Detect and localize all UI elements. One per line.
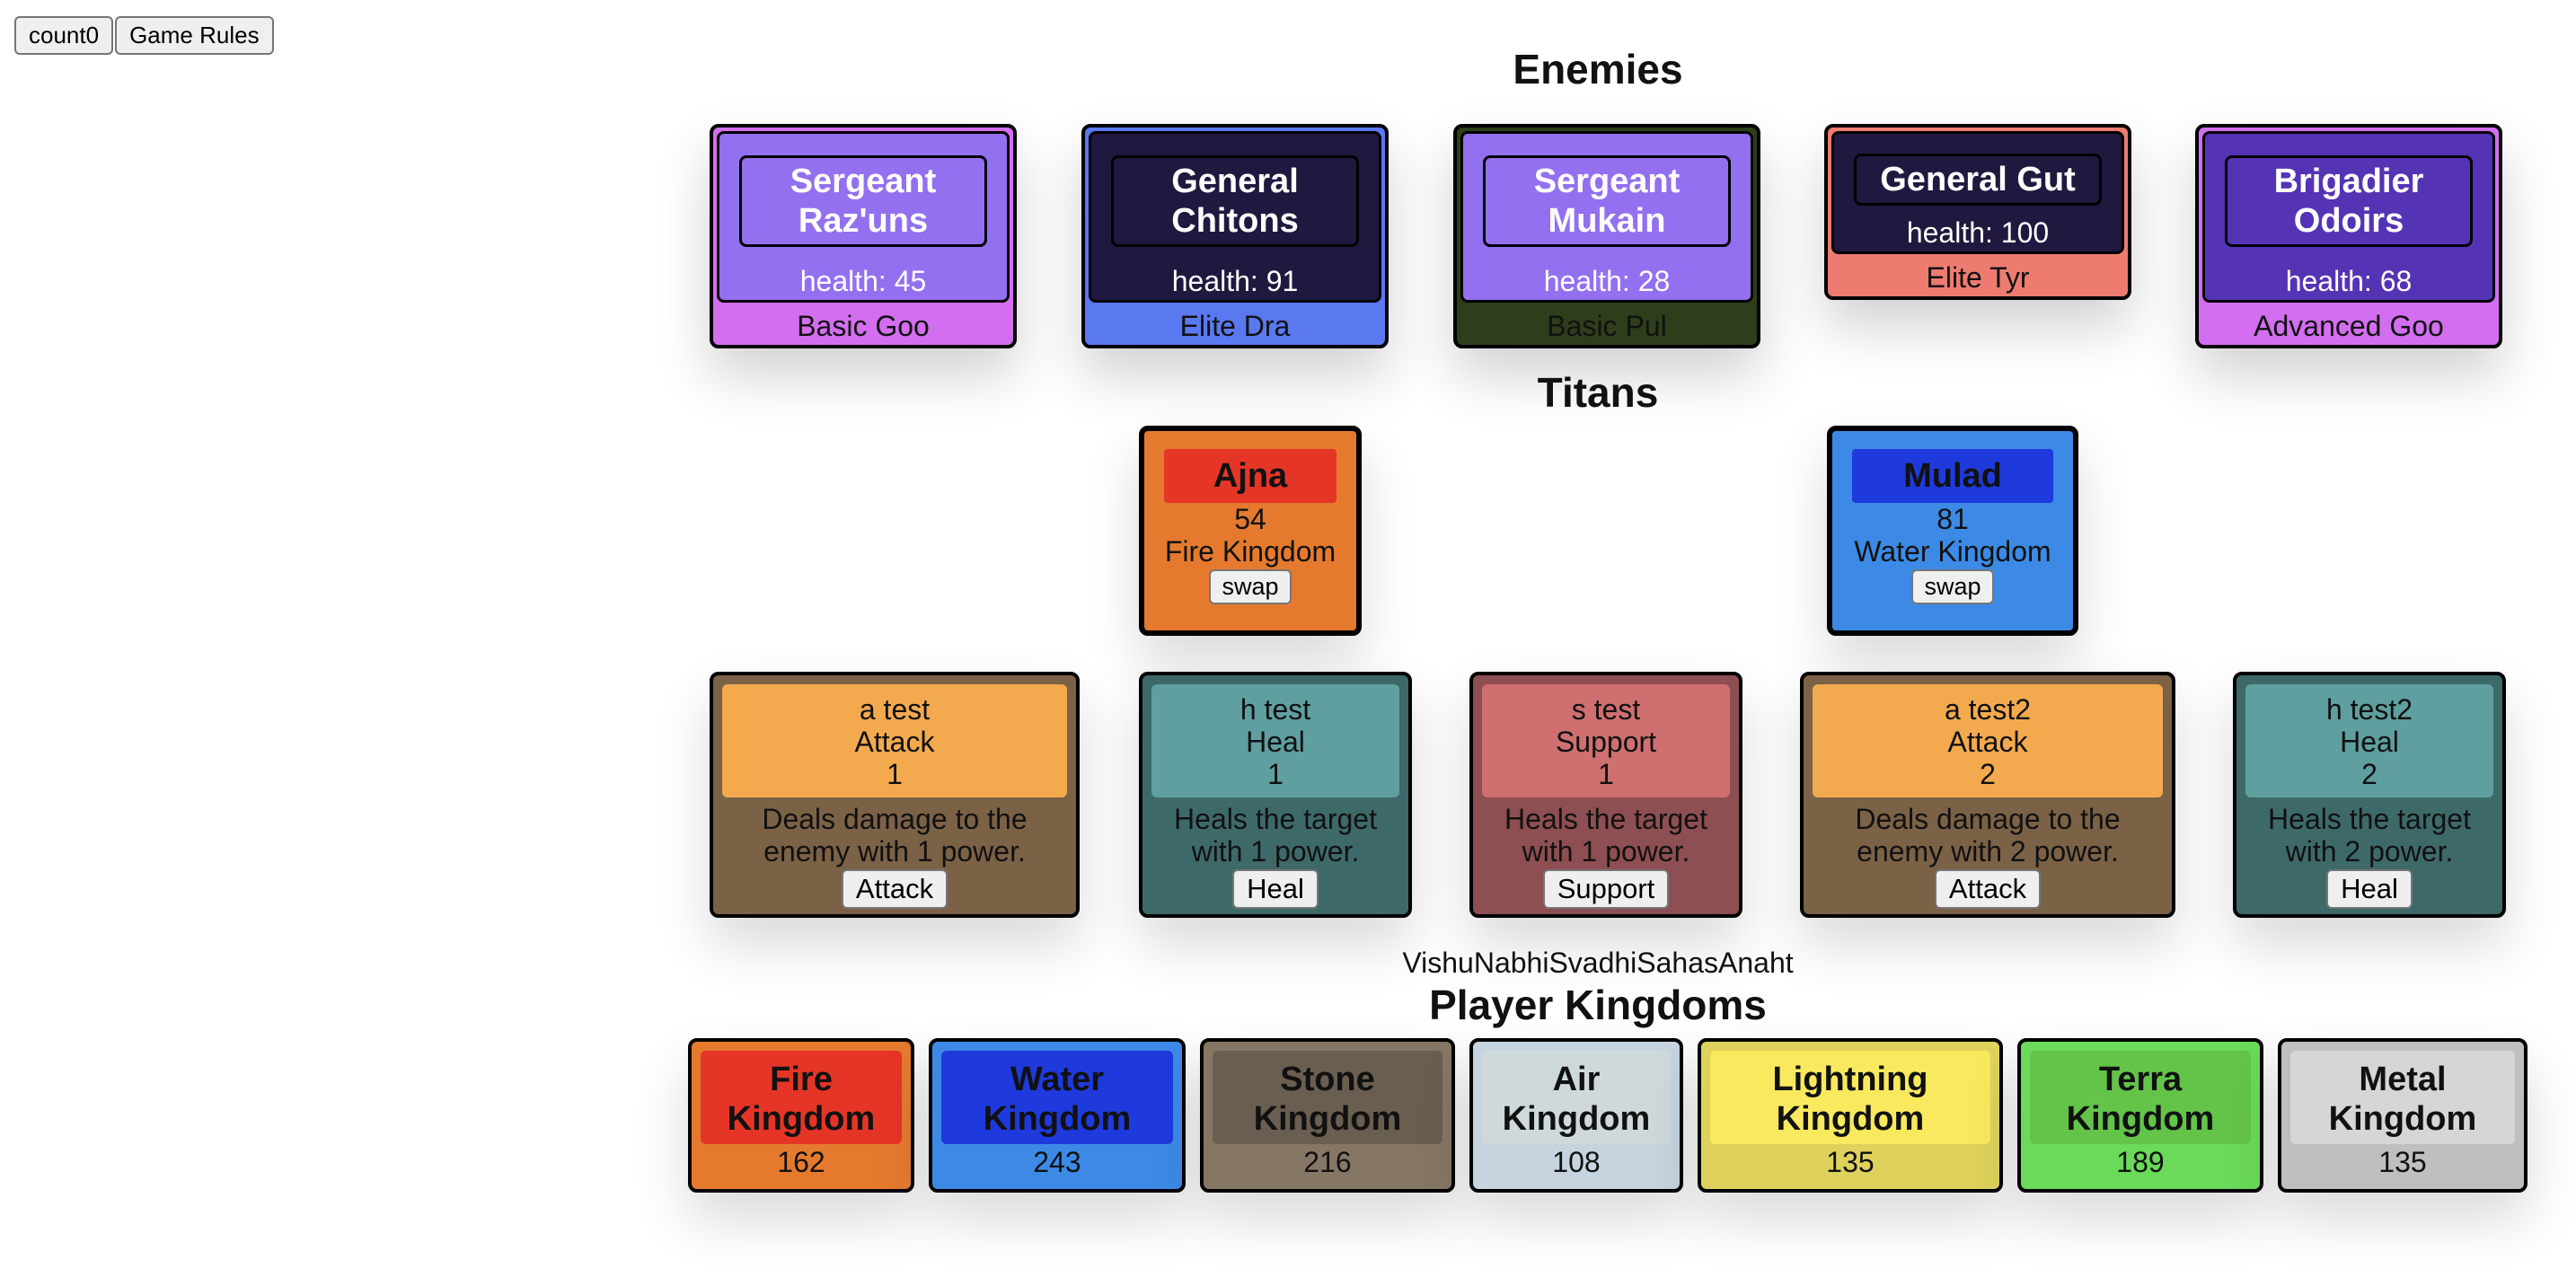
top-toolbar: count0 Game Rules (14, 16, 274, 55)
titan-name: Mulad (1852, 449, 2053, 503)
ability-name: h test2 (2325, 693, 2413, 726)
attack-button[interactable]: Attack (841, 869, 948, 909)
count-button[interactable]: count0 (14, 16, 114, 55)
kingdom-value: 216 (1303, 1146, 1352, 1178)
ability-card[interactable]: h test2 Heal 2 Heals the target with 2 p… (2233, 672, 2506, 918)
kingdom-name: Terra Kingdom (2030, 1051, 2251, 1144)
ability-name: a test2 (1944, 693, 2032, 726)
ability-kind: Heal (2340, 726, 2399, 758)
enemy-name: Sergeant Raz'uns (739, 155, 987, 247)
player-kingdoms-title: Player Kingdoms (1429, 982, 1767, 1028)
kingdom-value: 189 (2116, 1146, 2165, 1178)
enemy-card[interactable]: Brigadier Odoirs health: 68 Advanced Goo (2195, 124, 2502, 348)
kingdom-card-terra[interactable]: Terra Kingdom 189 (2017, 1038, 2263, 1193)
titan-card[interactable]: Ajna 54 Fire Kingdom swap (1139, 426, 1362, 636)
enemy-type: Basic Goo (797, 310, 930, 342)
kingdom-card-lightning[interactable]: Lightning Kingdom 135 (1698, 1038, 2003, 1193)
kingdom-card-stone[interactable]: Stone Kingdom 216 (1200, 1038, 1455, 1193)
kingdom-name: Water Kingdom (941, 1051, 1173, 1144)
ability-card[interactable]: a test Attack 1 Deals damage to the enem… (710, 672, 1080, 918)
enemy-type: Advanced Goo (2254, 310, 2444, 342)
titan-swap-button[interactable]: swap (1911, 569, 1994, 604)
ability-description: Heals the target with 2 power. (2268, 803, 2471, 868)
ability-card[interactable]: h test Heal 1 Heals the target with 1 po… (1139, 672, 1412, 918)
enemy-health: health: 100 (1906, 216, 2050, 249)
kingdom-name: Metal Kingdom (2290, 1051, 2515, 1144)
kingdom-name: Stone Kingdom (1213, 1051, 1442, 1144)
support-button[interactable]: Support (1542, 869, 1670, 909)
enemies-title: Enemies (1513, 46, 1683, 92)
kingdom-card-metal[interactable]: Metal Kingdom 135 (2278, 1038, 2527, 1193)
kingdom-card-water[interactable]: Water Kingdom 243 (929, 1038, 1186, 1193)
ability-kind: Support (1555, 726, 1657, 758)
enemy-health: health: 91 (1171, 265, 1299, 297)
ability-name: h test (1239, 693, 1311, 726)
kingdom-card-air[interactable]: Air Kingdom 108 (1469, 1038, 1683, 1193)
kingdom-name: Lightning Kingdom (1710, 1051, 1990, 1144)
enemy-type: Elite Tyr (1926, 261, 2030, 294)
game-rules-button[interactable]: Game Rules (115, 16, 274, 55)
ability-level: 2 (2361, 758, 2378, 790)
titan-name: Ajna (1164, 449, 1337, 503)
ability-description: Heals the target with 1 power. (1174, 803, 1377, 868)
ability-level: 2 (1980, 758, 1996, 790)
titan-kingdom: Fire Kingdom (1164, 535, 1337, 568)
ability-level: 1 (1267, 758, 1284, 790)
enemy-card[interactable]: General Gut health: 100 Elite Tyr (1824, 124, 2131, 300)
enemy-name: General Gut (1854, 154, 2102, 206)
ability-level: 1 (887, 758, 903, 790)
titan-value: 81 (1936, 503, 1969, 535)
titan-swap-button[interactable]: swap (1209, 569, 1292, 604)
ability-description: Deals damage to the enemy with 1 power. (762, 803, 1028, 868)
ability-description: Deals damage to the enemy with 2 power. (1855, 803, 2121, 868)
ability-kind: Attack (1947, 726, 2028, 758)
kingdom-value: 108 (1552, 1146, 1601, 1178)
enemy-name: Brigadier Odoirs (2225, 155, 2473, 247)
kingdom-card-fire[interactable]: Fire Kingdom 162 (688, 1038, 914, 1193)
ability-description: Heals the target with 1 power. (1504, 803, 1707, 868)
enemy-name: Sergeant Mukain (1483, 155, 1731, 247)
heal-button[interactable]: Heal (2326, 869, 2413, 909)
kingdom-name: Fire Kingdom (701, 1051, 902, 1144)
enemy-card[interactable]: Sergeant Mukain health: 28 Basic Pul (1453, 124, 1760, 348)
enemy-type: Elite Dra (1179, 310, 1291, 342)
enemy-type: Basic Pul (1547, 310, 1667, 342)
titan-value: 54 (1234, 503, 1266, 535)
enemy-health: health: 68 (2285, 265, 2413, 297)
enemy-health: health: 45 (799, 265, 927, 297)
enemy-card[interactable]: Sergeant Raz'uns health: 45 Basic Goo (710, 124, 1017, 348)
enemy-card[interactable]: General Chitons health: 91 Elite Dra (1081, 124, 1389, 348)
ability-level: 1 (1598, 758, 1614, 790)
ability-kind: Heal (1246, 726, 1305, 758)
ability-card[interactable]: s test Support 1 Heals the target with 1… (1469, 672, 1742, 918)
ability-kind: Attack (854, 726, 935, 758)
kingdom-value: 135 (2378, 1146, 2427, 1178)
kingdom-value: 135 (1826, 1146, 1875, 1178)
titan-card[interactable]: Mulad 81 Water Kingdom swap (1827, 426, 2078, 636)
titan-kingdom: Water Kingdom (1854, 535, 2051, 568)
attack-button[interactable]: Attack (1934, 869, 2042, 909)
ability-name: a test (859, 693, 931, 726)
kingdom-value: 162 (777, 1146, 825, 1178)
enemy-health: health: 28 (1543, 265, 1671, 297)
ability-card[interactable]: a test2 Attack 2 Deals damage to the ene… (1800, 672, 2175, 918)
heal-button[interactable]: Heal (1232, 869, 1319, 909)
ability-name: s test (1571, 693, 1641, 726)
kingdom-name: Air Kingdom (1482, 1051, 1671, 1144)
titans-title: Titans (1537, 369, 1659, 416)
chakra-list: VishuNabhiSvadhiSahasAnaht (1402, 947, 1794, 979)
kingdom-value: 243 (1033, 1146, 1081, 1178)
enemy-name: General Chitons (1111, 155, 1359, 247)
